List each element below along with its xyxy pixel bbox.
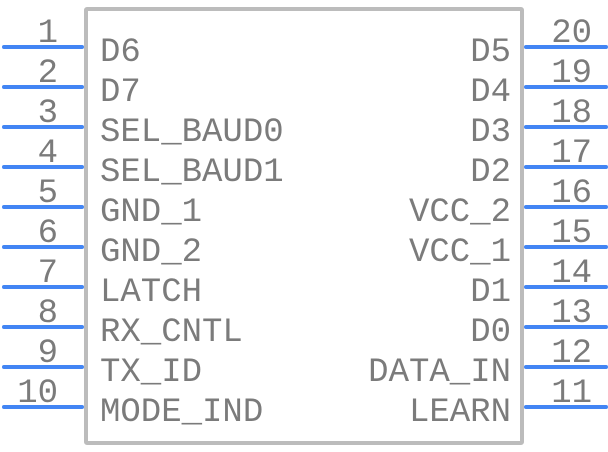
pin-number: 3 xyxy=(37,95,58,133)
pin-line xyxy=(2,405,84,409)
pin-row: 10 MODE_IND xyxy=(0,377,300,432)
pin-line xyxy=(524,45,608,49)
pin-row: 11 LEARN xyxy=(300,377,608,432)
pin-label: SEL_BAUD0 xyxy=(100,114,284,152)
pin-line xyxy=(524,125,608,129)
pin-line xyxy=(2,165,84,169)
pin-label: D4 xyxy=(470,74,511,112)
pin-line xyxy=(524,165,608,169)
pin-row: 13 D0 xyxy=(300,297,608,352)
pin-label: SEL_BAUD1 xyxy=(100,154,284,192)
pin-line xyxy=(524,325,608,329)
pin-label: D2 xyxy=(470,154,511,192)
pin-label: DATA_IN xyxy=(368,354,511,392)
pin-number: 9 xyxy=(37,335,58,373)
pin-line xyxy=(2,285,84,289)
pin-label: MODE_IND xyxy=(100,394,264,432)
left-pin-column: 1 D6 2 D7 3 SEL_BAUD0 4 SEL_BAUD1 xyxy=(0,17,300,432)
pin-line xyxy=(2,45,84,49)
pin-row: 9 TX_ID xyxy=(0,337,300,392)
pin-row: 4 SEL_BAUD1 xyxy=(0,137,300,192)
pin-label: VCC_1 xyxy=(408,234,511,272)
pin-number: 2 xyxy=(37,55,58,93)
right-pin-column: 20 D5 19 D4 18 D3 17 D2 xyxy=(300,17,608,432)
pin-label: VCC_2 xyxy=(408,194,511,232)
pin-label: D7 xyxy=(100,74,141,112)
pin-line xyxy=(2,205,84,209)
pin-row: 8 RX_CNTL xyxy=(0,297,300,352)
pin-row: 12 DATA_IN xyxy=(300,337,608,392)
pin-number: 6 xyxy=(37,215,58,253)
pin-row: 18 D3 xyxy=(300,97,608,152)
pin-row: 16 VCC_2 xyxy=(300,177,608,232)
pin-label: GND_1 xyxy=(100,194,203,232)
pin-line xyxy=(2,245,84,249)
pin-number: 1 xyxy=(37,15,58,53)
pin-line xyxy=(2,325,84,329)
pin-number: 5 xyxy=(37,175,58,213)
pin-line xyxy=(2,365,84,369)
pin-label: D3 xyxy=(470,114,511,152)
pin-row: 14 D1 xyxy=(300,257,608,312)
pin-row: 7 LATCH xyxy=(0,257,300,312)
pin-line xyxy=(2,85,84,89)
pin-row: 6 GND_2 xyxy=(0,217,300,272)
pin-number: 4 xyxy=(37,135,58,173)
pin-line xyxy=(524,365,608,369)
pin-label: LEARN xyxy=(408,394,511,432)
pin-row: 2 D7 xyxy=(0,57,300,112)
pin-label: TX_ID xyxy=(100,354,203,392)
pin-line xyxy=(524,285,608,289)
pin-row: 20 D5 xyxy=(300,17,608,72)
pin-label: LATCH xyxy=(100,274,203,312)
pin-row: 19 D4 xyxy=(300,57,608,112)
pin-row: 5 GND_1 xyxy=(0,177,300,232)
pin-number: 8 xyxy=(37,295,58,333)
pin-label: GND_2 xyxy=(100,234,203,272)
pin-label: D5 xyxy=(470,34,511,72)
pin-label: D1 xyxy=(470,274,511,312)
pin-line xyxy=(524,245,608,249)
pin-line xyxy=(524,205,608,209)
pin-row: 17 D2 xyxy=(300,137,608,192)
pin-label: D6 xyxy=(100,34,141,72)
pin-line xyxy=(524,85,608,89)
pin-label: RX_CNTL xyxy=(100,314,243,352)
pin-row: 1 D6 xyxy=(0,17,300,72)
pin-row: 3 SEL_BAUD0 xyxy=(0,97,300,152)
pin-label: D0 xyxy=(470,314,511,352)
pin-row: 15 VCC_1 xyxy=(300,217,608,272)
pin-line xyxy=(2,125,84,129)
pin-number: 7 xyxy=(37,255,58,293)
pin-line xyxy=(524,405,608,409)
component-body-outline xyxy=(84,7,524,445)
